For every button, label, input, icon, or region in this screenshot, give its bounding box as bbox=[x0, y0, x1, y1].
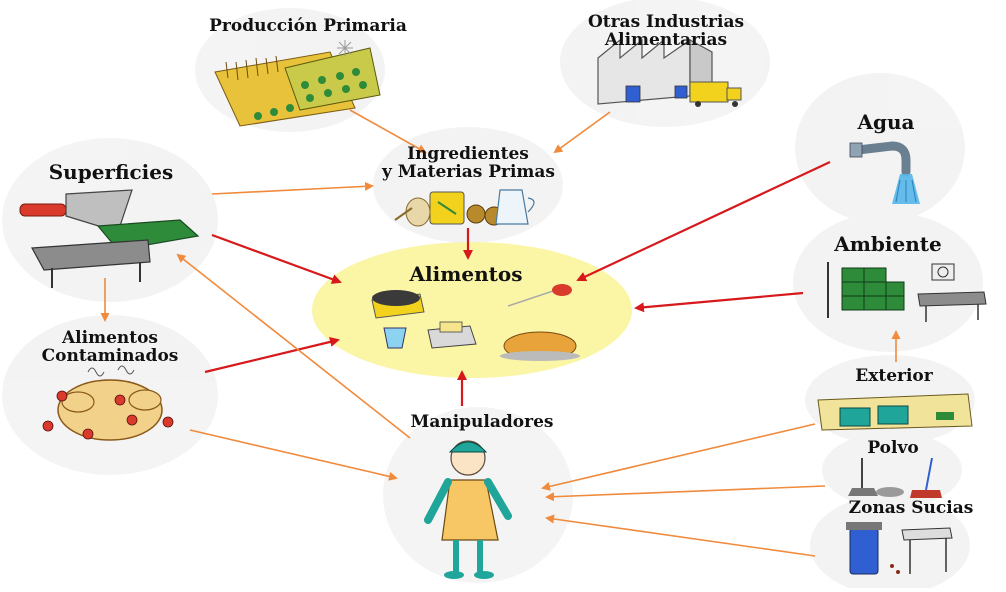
contaminados-label-line1: Alimentos bbox=[61, 328, 159, 348]
dust-illustration bbox=[848, 457, 942, 498]
arrows bbox=[100, 109, 901, 557]
food-handler-illustration bbox=[424, 440, 512, 579]
environment-illustration bbox=[827, 262, 987, 322]
ambiente-label: Ambiente bbox=[834, 232, 942, 256]
surfaces-illustration bbox=[19, 189, 200, 288]
node-label-zonas: Zonas Sucias bbox=[818, 498, 1004, 518]
node-label-produccion: Producción Primaria bbox=[192, 16, 424, 36]
ingredients-illustration bbox=[394, 189, 535, 227]
otras-label-line1: Otras Industrias bbox=[587, 12, 745, 32]
ingredientes-label-line1: Ingredientes bbox=[407, 144, 529, 164]
node-label-ingredientes: Ingredientes y Materias Primas bbox=[382, 144, 555, 182]
arrow-contaminados-alimentos bbox=[204, 337, 340, 374]
ingredientes-label-line2: y Materias Primas bbox=[382, 161, 555, 182]
exterior-illustration bbox=[817, 393, 973, 431]
arrow-polvo-manipuladores bbox=[545, 485, 826, 502]
node-label-exterior: Exterior bbox=[842, 366, 946, 386]
node-label-polvo: Polvo bbox=[856, 438, 930, 458]
superficies-label: Superficies bbox=[48, 160, 174, 184]
field-illustration bbox=[214, 40, 381, 127]
arrow-zonas-manipuladores bbox=[545, 514, 816, 557]
arrow-agua-alimentos bbox=[576, 161, 831, 282]
alimentos-label: Alimentos bbox=[409, 262, 523, 286]
zonas-label: Zonas Sucias bbox=[848, 498, 974, 518]
node-label-manipuladores: Manipuladores bbox=[392, 412, 572, 432]
arrow-exterior-manipuladores bbox=[541, 423, 816, 491]
foods-illustration bbox=[371, 284, 580, 361]
node-label-otras: Otras Industrias Alimentarias bbox=[568, 12, 764, 50]
factory-illustration bbox=[597, 38, 742, 107]
node-label-agua: Agua bbox=[846, 112, 926, 133]
arrow-superficies-ingredientes bbox=[211, 181, 374, 195]
node-label-contaminados: Alimentos Contaminados bbox=[30, 328, 190, 366]
contaminados-label-line2: Contaminados bbox=[41, 345, 179, 366]
dirty-zones-illustration bbox=[846, 522, 953, 575]
arrow-ambiente-alimentos bbox=[634, 291, 804, 313]
faucet-illustration bbox=[849, 141, 920, 204]
otras-label-line2: Alimentarias bbox=[604, 29, 728, 50]
arrow-contaminados-manipuladores bbox=[189, 429, 398, 481]
manipuladores-label: Manipuladores bbox=[410, 412, 554, 432]
arrow-superficies-alimentos bbox=[211, 233, 342, 284]
contaminated-chicken-illustration bbox=[42, 365, 174, 441]
exterior-label: Exterior bbox=[855, 366, 933, 386]
node-label-superficies: Superficies bbox=[36, 162, 186, 183]
arrow-manipuladores-superficies bbox=[176, 253, 411, 439]
arrow-otras-ingredientes bbox=[553, 111, 611, 154]
produccion-label: Producción Primaria bbox=[209, 16, 407, 36]
arrow-produccion-ingredientes bbox=[349, 109, 427, 153]
node-label-ambiente: Ambiente bbox=[828, 234, 948, 255]
polvo-label: Polvo bbox=[867, 438, 919, 458]
agua-label: Agua bbox=[857, 110, 915, 134]
node-label-alimentos: Alimentos bbox=[404, 264, 528, 285]
